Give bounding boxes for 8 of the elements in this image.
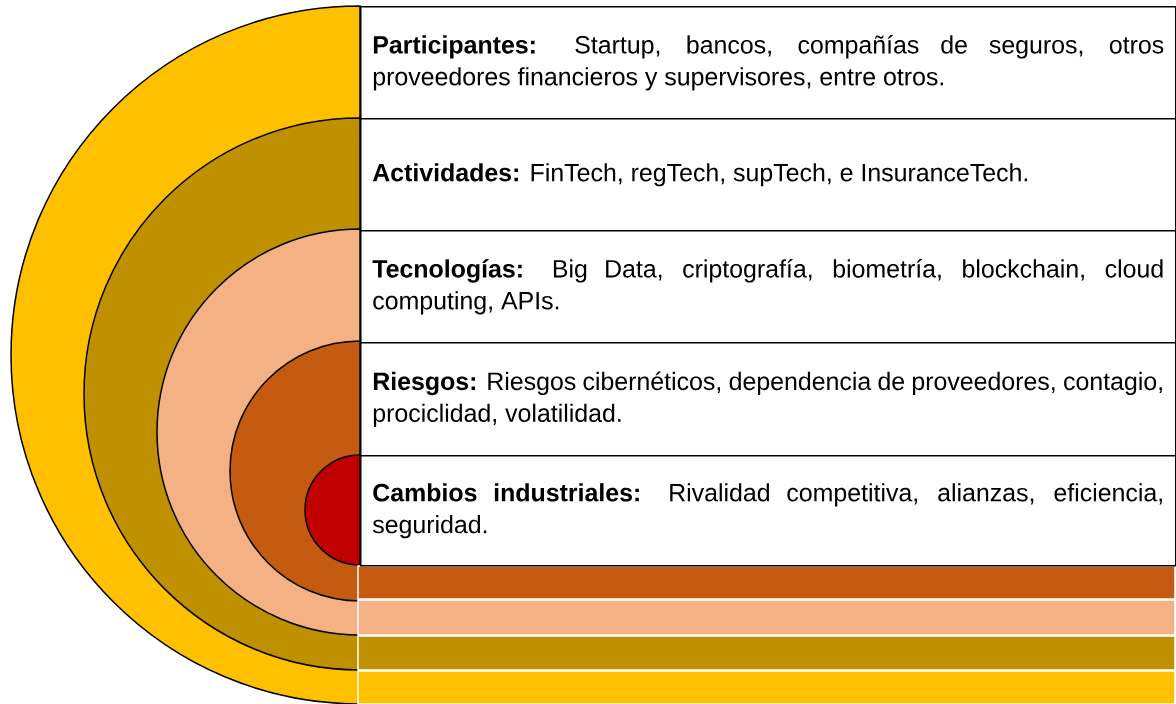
text-box: Tecnologías: Big Data, criptografía, biometría, blockchain, cloud computing, APIs. [360,230,1176,344]
node-label: Riesgos: Riesgos cibernéticos, dependencia de proveedores, contagio, prociclidad, volatilidad. [373,371,1162,427]
text-box: Riesgos: Riesgos cibernéticos, dependencia de proveedores, contagio, prociclidad, volatilidad. [360,342,1176,457]
text-box: Actividades: FinTech, regTech, supTech, e InsuranceTech. [360,118,1176,232]
node-label: Tecnologías: Big Data, criptografía, biometría, blockchain, cloud computing, APIs. [372,259,1163,315]
text-box: Cambios industriales: Rivalidad competitiva, alianzas, eficiencia, seguridad. [360,455,1176,567]
node-label: Actividades: FinTech, regTech, supTech, e InsuranceTech. [372,163,1028,187]
text-box: Participantes: Startup, bancos, compañías de seguros, otros proveedores financieros y supervisores, entre otros. [360,6,1176,120]
